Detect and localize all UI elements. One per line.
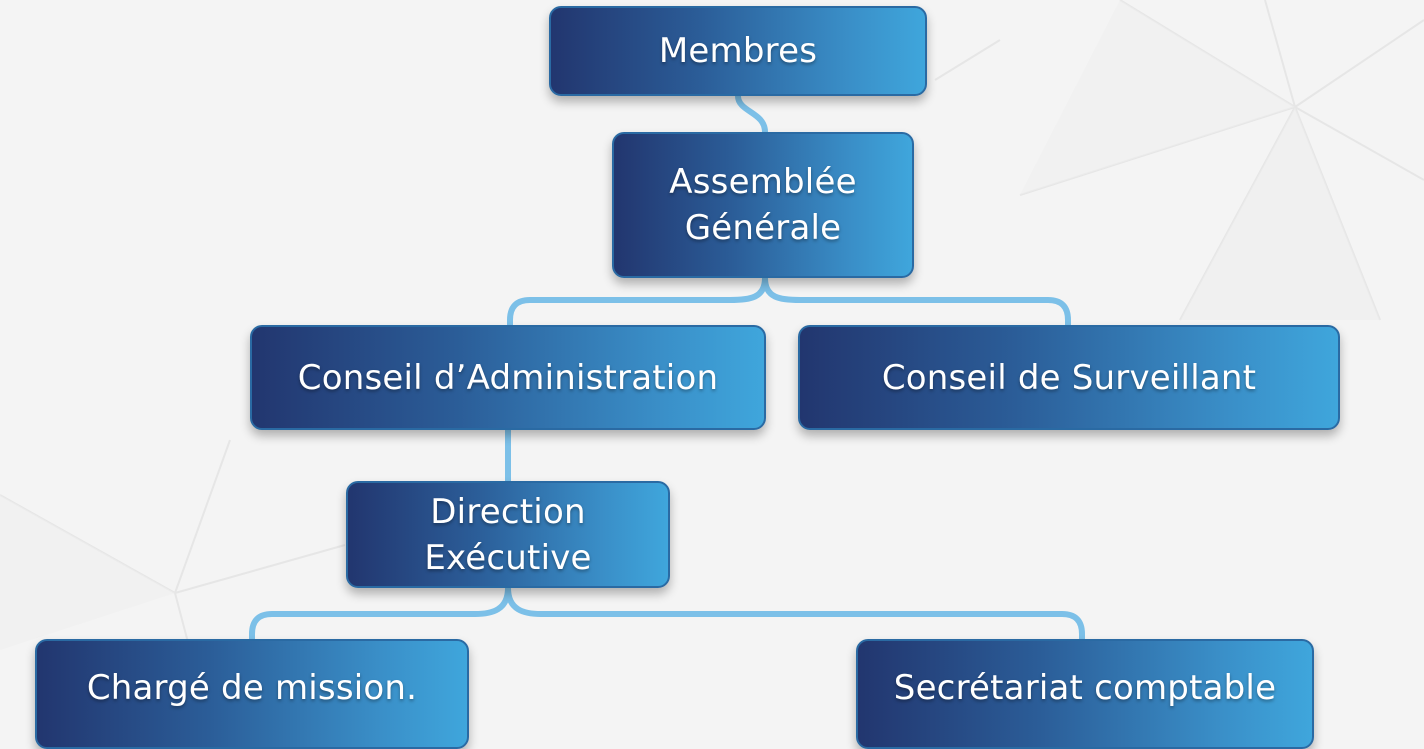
- node-label-line2: Exécutive: [424, 537, 592, 578]
- node-label: Secrétariat comptable: [893, 668, 1277, 708]
- node-label-line2: Générale: [684, 208, 842, 248]
- node-label: Membres: [658, 31, 818, 71]
- node-membres: Membres: [549, 6, 927, 96]
- node-label-line1: Assemblée: [669, 162, 857, 202]
- node-conseil-surveillant: Conseil de Surveillant: [798, 325, 1340, 430]
- node-label: Chargé de mission.: [86, 668, 418, 708]
- node-assemblee-generale: Assemblée Générale: [612, 132, 914, 278]
- node-secretariat-comptable: Secrétariat comptable: [856, 639, 1314, 749]
- node-charge-de-mission: Chargé de mission.: [35, 639, 469, 749]
- node-label: Conseil de Surveillant: [881, 357, 1257, 398]
- node-conseil-administration: Conseil d’Administration: [250, 325, 766, 430]
- node-label: Conseil d’Administration: [297, 357, 719, 398]
- node-label-line1: Direction: [430, 491, 586, 532]
- node-direction-executive: Direction Exécutive: [346, 481, 670, 588]
